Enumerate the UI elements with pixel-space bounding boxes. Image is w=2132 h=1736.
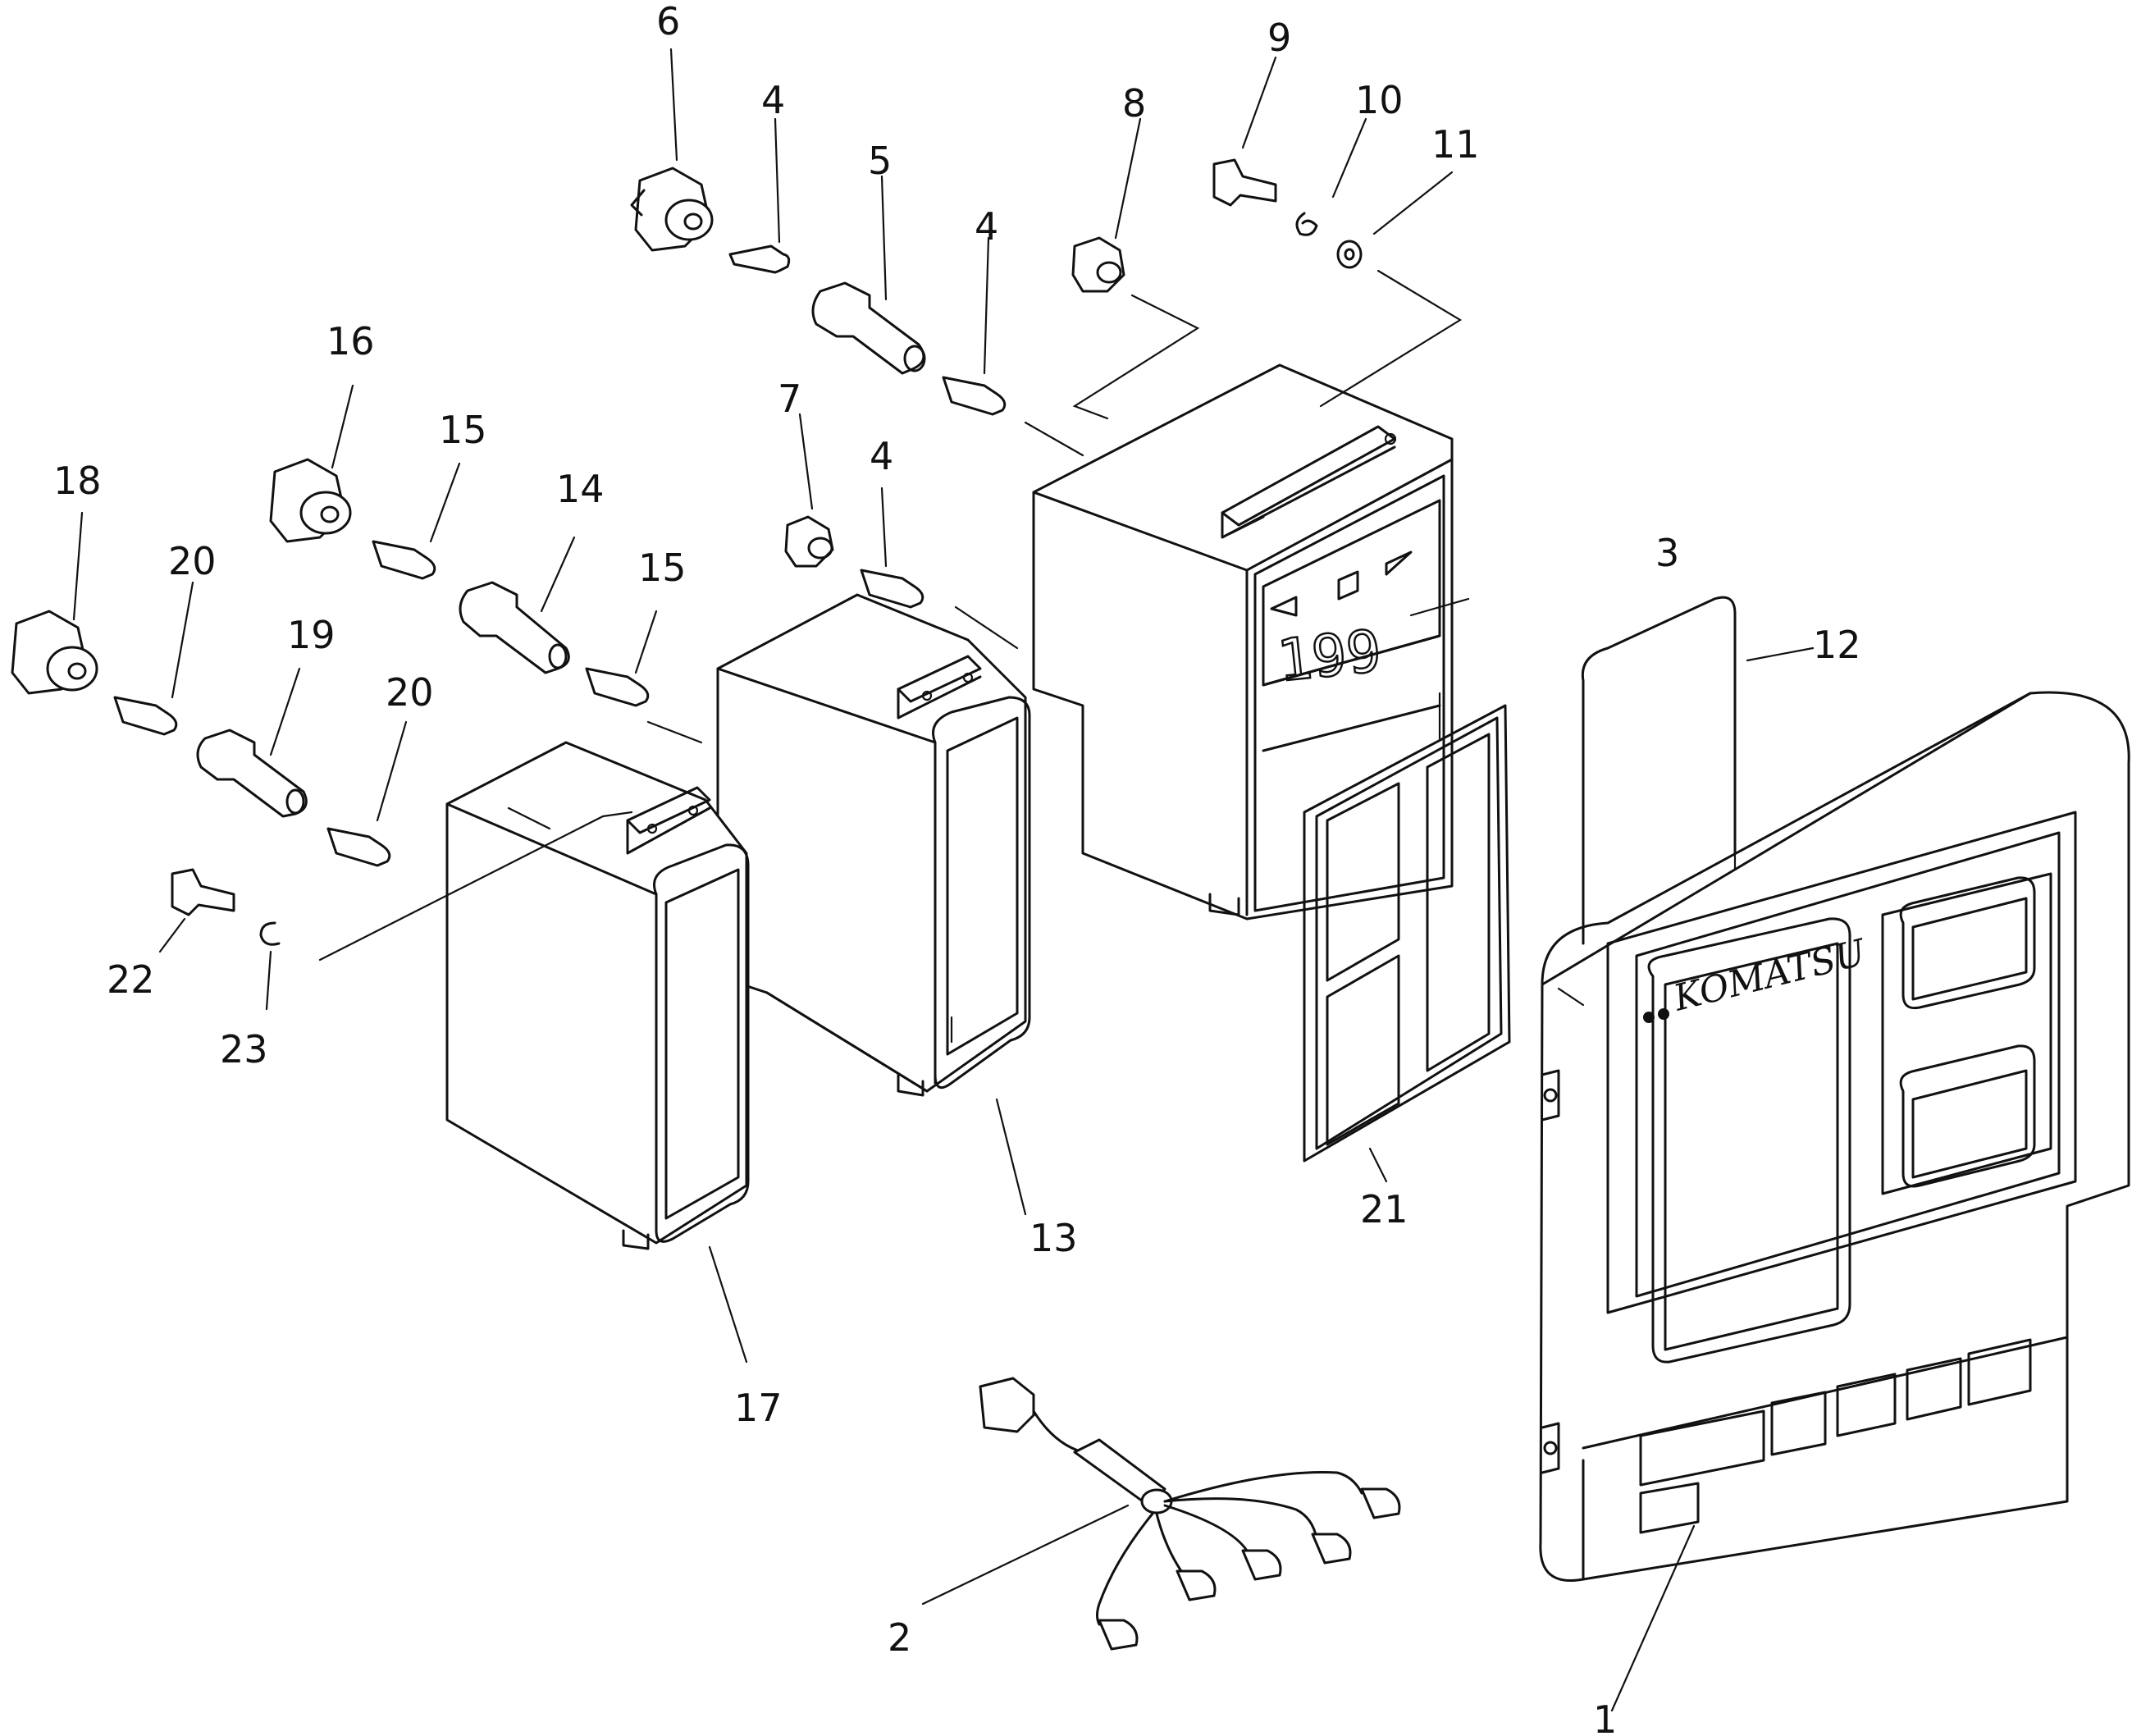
bulb-part-20-top bbox=[113, 696, 178, 736]
light-guide-part-14 bbox=[459, 581, 570, 674]
bulb-part-4-mid bbox=[942, 376, 1007, 416]
callout-leaders bbox=[72, 48, 1815, 1712]
bulb-part-15-top bbox=[372, 540, 436, 580]
callout-6: 6 bbox=[656, 0, 680, 43]
module-part-17 bbox=[445, 741, 750, 1250]
callout-17: 17 bbox=[734, 1386, 783, 1430]
front-panel-part-1: KOMATSU bbox=[1539, 691, 2130, 1582]
callout-22: 22 bbox=[107, 957, 155, 1002]
light-guide-part-5 bbox=[811, 281, 926, 375]
callout-10: 10 bbox=[1355, 78, 1404, 122]
callout-15b: 15 bbox=[638, 546, 687, 590]
callout-19: 19 bbox=[287, 613, 336, 657]
wiring-harness-part-2 bbox=[979, 1377, 1401, 1651]
washer-part-10 bbox=[1295, 212, 1318, 236]
gasket-part-21 bbox=[1303, 704, 1511, 1163]
callout-5: 5 bbox=[868, 139, 892, 183]
callout-11: 11 bbox=[1431, 122, 1480, 167]
bulb-part-4-top bbox=[728, 244, 791, 274]
assembly-leader-lines bbox=[318, 269, 1737, 1044]
callout-8: 8 bbox=[1122, 81, 1146, 126]
bulb-socket-part-18 bbox=[11, 610, 98, 695]
bulb-socket-part-6 bbox=[630, 167, 714, 252]
callout-18: 18 bbox=[53, 459, 102, 503]
callout-4c: 4 bbox=[870, 434, 893, 478]
callout-1: 1 bbox=[1593, 1697, 1617, 1736]
module-part-13 bbox=[716, 593, 1031, 1097]
light-guide-part-19 bbox=[196, 729, 308, 818]
callout-7: 7 bbox=[778, 377, 801, 421]
callout-2: 2 bbox=[888, 1615, 911, 1660]
monitor-module-part-3: 199 bbox=[1032, 363, 1454, 921]
screw-part-9 bbox=[1212, 158, 1277, 207]
callout-21: 21 bbox=[1360, 1187, 1408, 1231]
bulb-part-15-low bbox=[585, 667, 650, 707]
callout-20a: 20 bbox=[168, 539, 217, 583]
callout-16: 16 bbox=[326, 319, 375, 363]
callout-labels: 1 2 3 4 4 4 5 6 7 8 9 10 11 12 13 14 15 … bbox=[53, 0, 1861, 1736]
callout-23: 23 bbox=[220, 1027, 268, 1071]
bulb-part-4-low bbox=[860, 569, 924, 609]
bulb-socket-part-7 bbox=[784, 515, 834, 568]
callout-15a: 15 bbox=[439, 408, 487, 452]
glass-sheet-part-12 bbox=[1581, 596, 1737, 945]
washer-part-11 bbox=[1336, 240, 1363, 269]
callout-14: 14 bbox=[556, 467, 605, 511]
callout-13: 13 bbox=[1029, 1216, 1078, 1260]
callout-12: 12 bbox=[1813, 623, 1861, 667]
callout-20b: 20 bbox=[386, 670, 434, 715]
callout-4b: 4 bbox=[975, 204, 998, 249]
screw-part-22 bbox=[171, 868, 235, 916]
segment-display-readout: 199 bbox=[1274, 617, 1384, 695]
bulb-socket-part-16 bbox=[269, 458, 352, 543]
washer-part-23 bbox=[259, 921, 281, 946]
bulb-socket-part-8 bbox=[1071, 236, 1125, 293]
callout-9: 9 bbox=[1267, 16, 1291, 60]
callout-4a: 4 bbox=[761, 78, 785, 122]
bulb-part-20-low bbox=[326, 827, 391, 867]
callout-3: 3 bbox=[1655, 531, 1679, 575]
